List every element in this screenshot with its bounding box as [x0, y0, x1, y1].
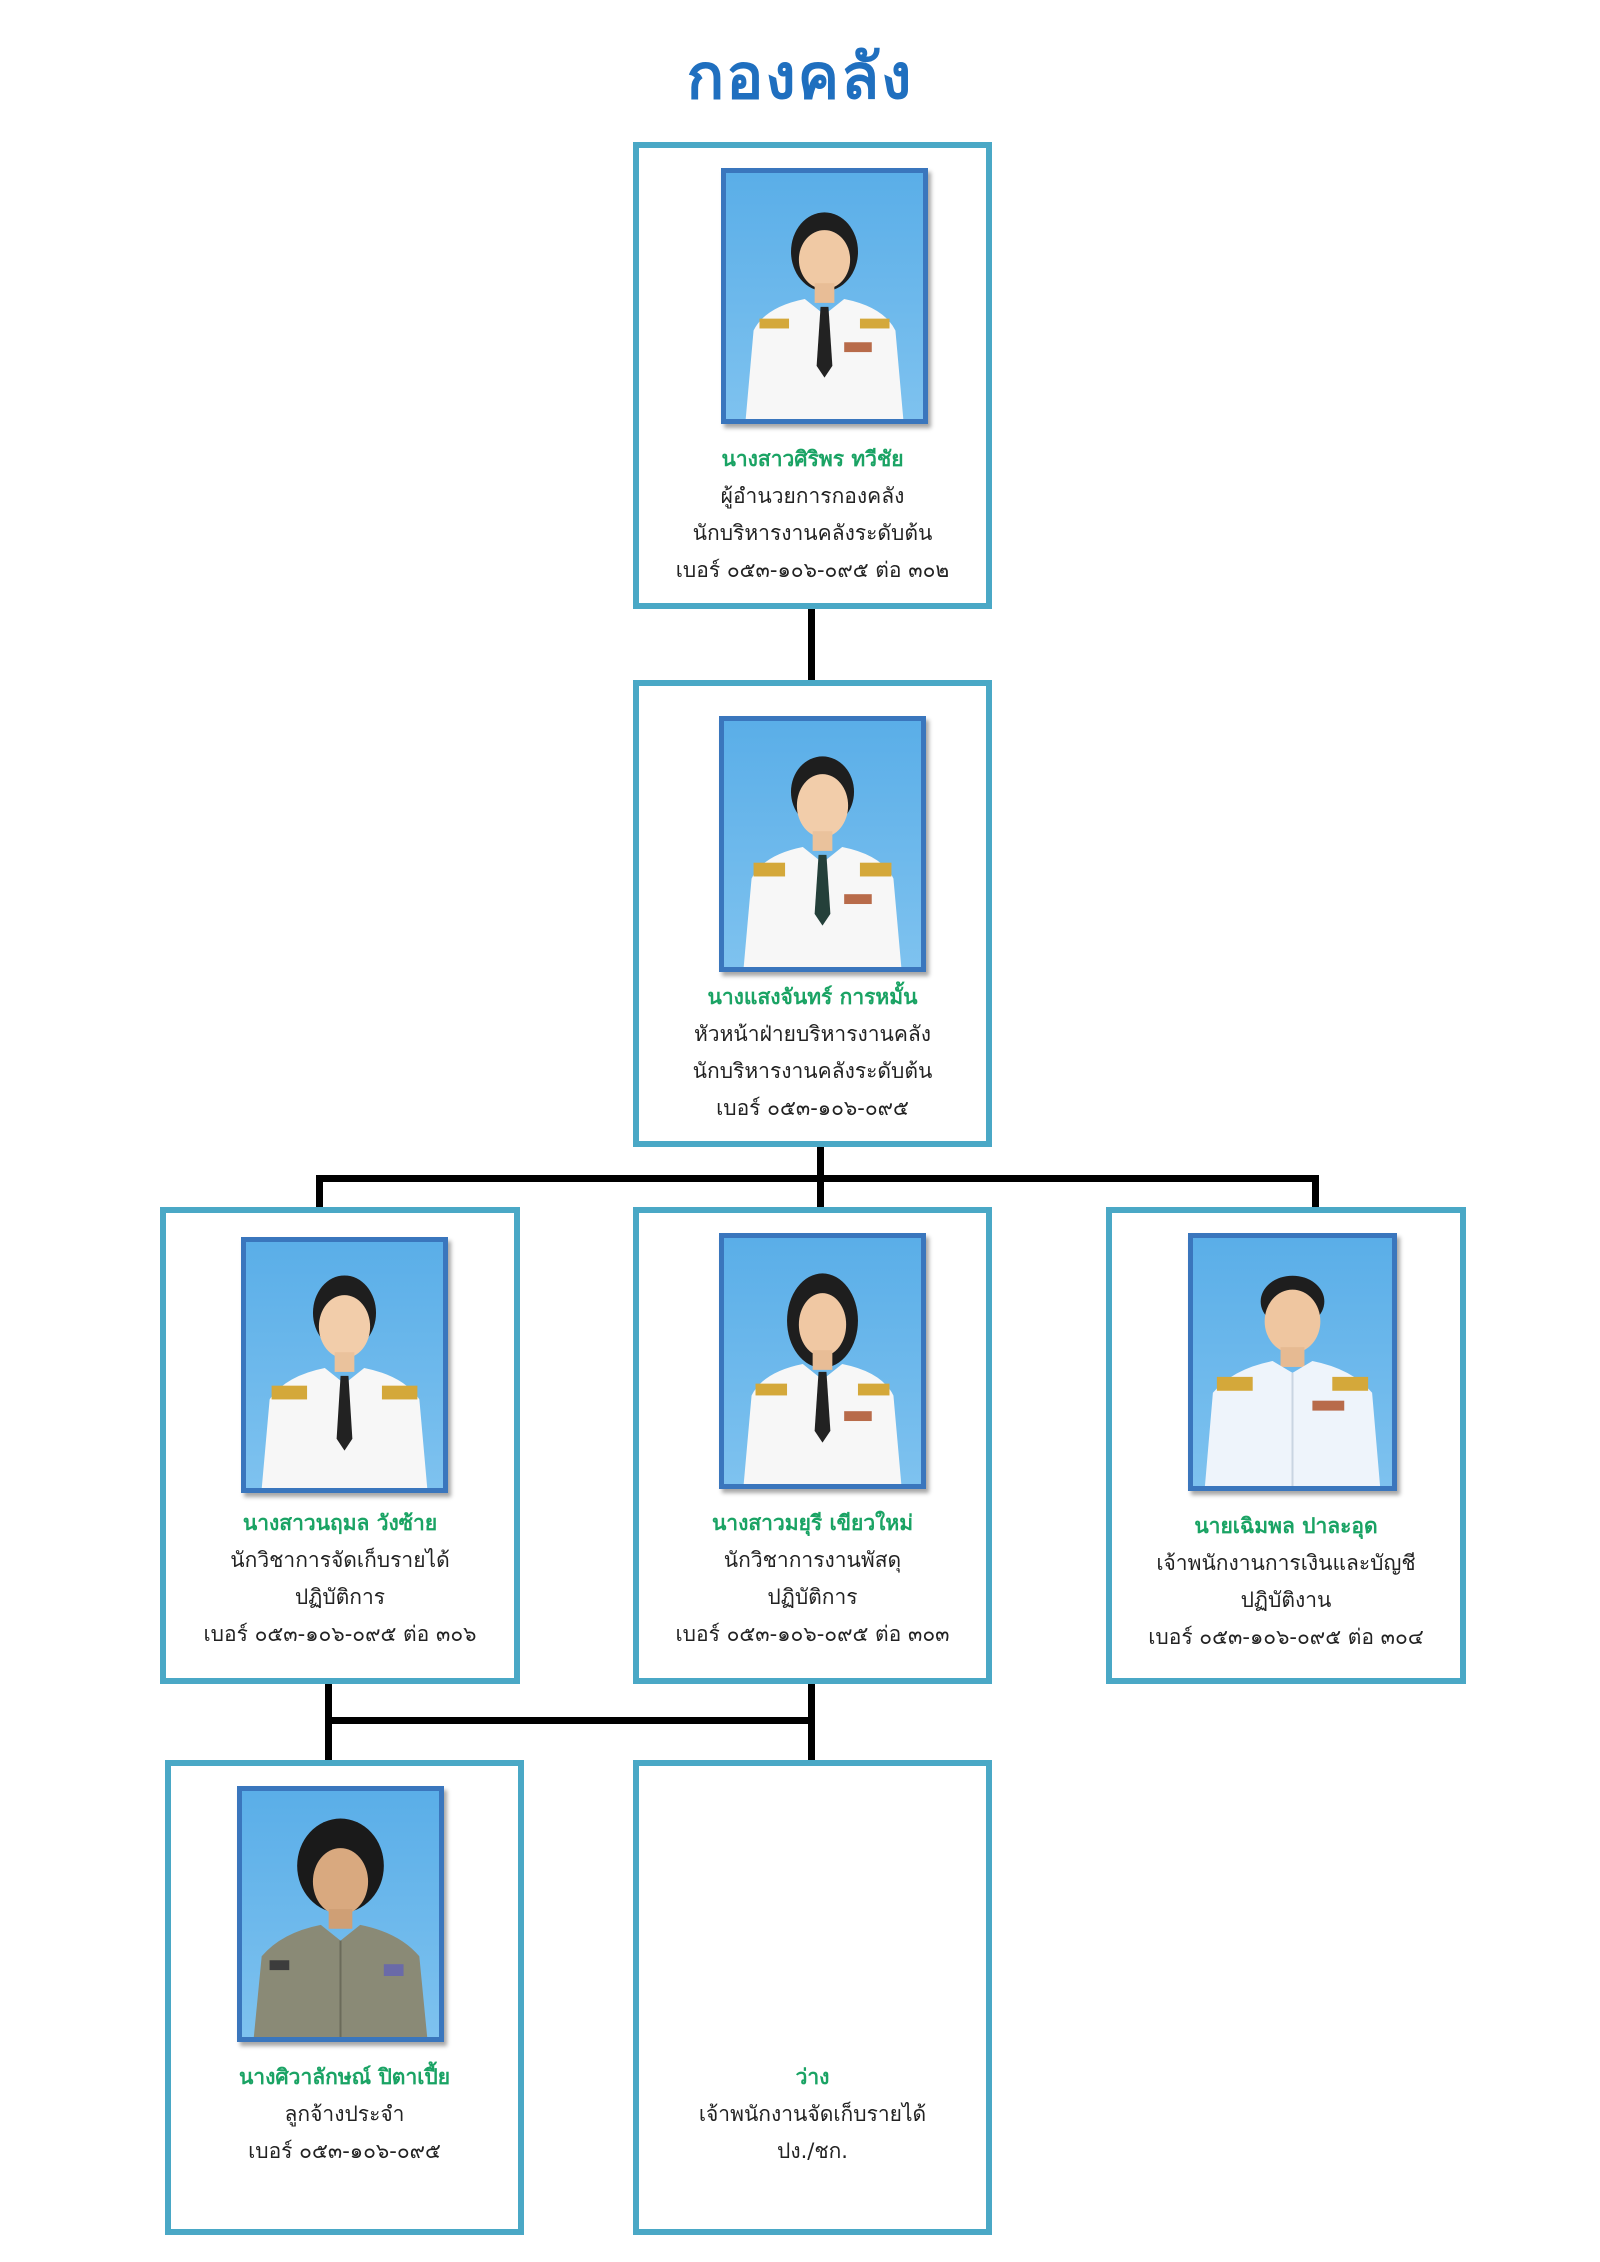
photo-staff-supplies — [719, 1233, 926, 1489]
person-position: เจ้าพนักงานการเงินและบัญชี — [1156, 1551, 1416, 1575]
page-title: กองคลัง — [686, 40, 914, 113]
photo-staff-finance — [1188, 1233, 1397, 1491]
person-name: นางแสงจันทร์ การหมั้น — [707, 985, 918, 1009]
vacant-label: ว่าง — [795, 2065, 830, 2089]
person-name: นางสาวมยุรี เขียวใหม่ — [711, 1511, 914, 1535]
person-phone: เบอร์ ๐๕๓-๑๐๖-๐๙๕ ต่อ ๓๐๒ — [675, 558, 950, 582]
person-name: นางสาวศิริพร ทวีชัย — [721, 447, 904, 471]
person-position: ลูกจ้างประจำ — [284, 2102, 405, 2126]
card-director: นางสาวศิริพร ทวีชัย ผู้อำนวยการกองคลัง น… — [633, 142, 992, 609]
person-level: นักบริหารงานคลังระดับต้น — [692, 1059, 933, 1083]
card-employee: นางศิวาลักษณ์ ปิตาเปี้ย ลูกจ้างประจำ เบอ… — [165, 1760, 524, 2235]
photo-head — [719, 716, 926, 972]
person-name: นายเฉิมพล ปาละอุด — [1194, 1514, 1378, 1538]
person-level: ปง./ชก. — [777, 2139, 848, 2163]
card-head: นางแสงจันทร์ การหมั้น หัวหน้าฝ่ายบริหารง… — [633, 680, 992, 1147]
person-phone: เบอร์ ๐๕๓-๑๐๖-๐๙๕ — [716, 1096, 909, 1120]
person-level: ปฏิบัติการ — [294, 1585, 386, 1609]
connector-drop-right — [1312, 1175, 1319, 1210]
person-level: ปฏิบัติงาน — [1240, 1588, 1332, 1612]
person-level: นักบริหารงานคลังระดับต้น — [692, 521, 933, 545]
person-position: หัวหน้าฝ่ายบริหารงานคลัง — [693, 1022, 932, 1046]
card-staff-revenue: นางสาวนฤมล วังซ้าย นักวิชาการจัดเก็บรายไ… — [160, 1207, 520, 1684]
person-name: นางศิวาลักษณ์ ปิตาเปี้ย — [238, 2065, 451, 2089]
connector-staff-down-left — [325, 1684, 332, 1766]
person-phone: เบอร์ ๐๕๓-๑๐๖-๐๙๕ ต่อ ๓๐๔ — [1148, 1625, 1424, 1649]
connector-bottom-bar — [325, 1717, 815, 1724]
photo-staff-revenue — [241, 1237, 448, 1493]
connector-horizontal-bar — [318, 1175, 1316, 1182]
person-level: ปฏิบัติการ — [767, 1585, 858, 1609]
person-phone: เบอร์ ๐๕๓-๑๐๖-๐๙๕ ต่อ ๓๐๓ — [675, 1622, 950, 1646]
person-position: นักวิชาการจัดเก็บรายได้ — [230, 1548, 450, 1572]
photo-employee — [237, 1786, 444, 2042]
person-position: นักวิชาการงานพัสดุ — [723, 1548, 902, 1572]
card-staff-finance: นายเฉิมพล ปาละอุด เจ้าพนักงานการเงินและบ… — [1106, 1207, 1466, 1684]
person-phone: เบอร์ ๐๕๓-๑๐๖-๐๙๕ — [248, 2139, 441, 2163]
connector-drop-left — [316, 1175, 323, 1210]
person-phone: เบอร์ ๐๕๓-๑๐๖-๐๙๕ ต่อ ๓๐๖ — [203, 1622, 477, 1646]
person-position: เจ้าพนักงานจัดเก็บรายได้ — [698, 2102, 927, 2126]
photo-director — [721, 168, 928, 424]
card-vacant: ว่าง เจ้าพนักงานจัดเก็บรายได้ ปง./ชก. — [633, 1760, 992, 2235]
connector-staff-down-right — [808, 1684, 815, 1766]
person-name: นางสาวนฤมล วังซ้าย — [242, 1511, 438, 1535]
connector-director-head — [808, 606, 815, 684]
card-staff-supplies: นางสาวมยุรี เขียวใหม่ นักวิชาการงานพัสดุ… — [633, 1207, 992, 1684]
person-position: ผู้อำนวยการกองคลัง — [720, 484, 905, 508]
